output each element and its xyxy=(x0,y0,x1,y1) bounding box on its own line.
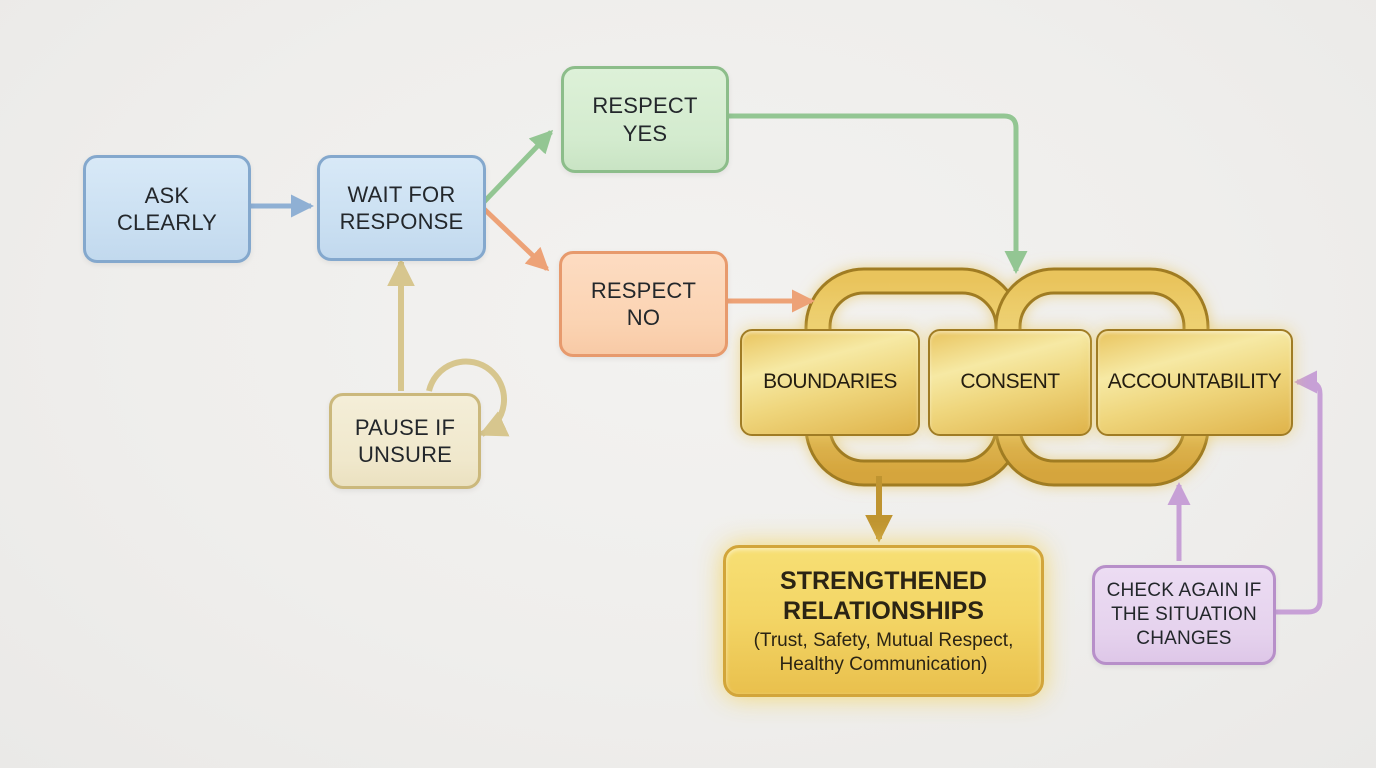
node-respect-yes-label: RESPECT YES xyxy=(592,93,698,146)
arrow-respect-yes-to-chain xyxy=(726,113,1028,274)
node-strengthened-relationships-title: STRENGTHENED RELATIONSHIPS xyxy=(780,567,987,626)
node-accountability-label: ACCOUNTABILITY xyxy=(1107,370,1282,394)
arrow-check-to-accountability xyxy=(1271,370,1323,615)
node-strengthened-relationships-subtitle: (Trust, Safety, Mutual Respect, Healthy … xyxy=(753,630,1014,675)
node-accountability: ACCOUNTABILITY xyxy=(1096,329,1293,436)
arrow-pause-self-loop xyxy=(426,358,510,437)
node-respect-yes: RESPECT YES xyxy=(561,66,729,173)
arrow-wait-to-respect-yes xyxy=(480,129,554,206)
node-wait-for-response: WAIT FOR RESPONSE xyxy=(317,155,486,261)
node-boundaries-label: BOUNDARIES xyxy=(763,370,897,394)
node-consent-label: CONSENT xyxy=(960,370,1060,394)
node-pause-if-unsure-label: PAUSE IF UNSURE xyxy=(354,414,456,468)
node-respect-no-label: RESPECT NO xyxy=(590,277,697,331)
node-wait-for-response-label: WAIT FOR RESPONSE xyxy=(339,181,464,235)
node-boundaries: BOUNDARIES xyxy=(740,329,920,436)
node-respect-no: RESPECT NO xyxy=(559,251,728,357)
arrow-wait-to-respect-no xyxy=(480,205,550,272)
node-check-again: CHECK AGAIN IF THE SITUATION CHANGES xyxy=(1092,565,1276,665)
node-ask-clearly: ASK CLEARLY xyxy=(83,155,251,263)
node-strengthened-relationships: STRENGTHENED RELATIONSHIPS (Trust, Safet… xyxy=(723,545,1044,697)
node-pause-if-unsure: PAUSE IF UNSURE xyxy=(329,393,481,489)
node-check-again-label: CHECK AGAIN IF THE SITUATION CHANGES xyxy=(1106,579,1262,650)
node-consent: CONSENT xyxy=(928,329,1092,436)
node-ask-clearly-label: ASK CLEARLY xyxy=(116,182,218,236)
